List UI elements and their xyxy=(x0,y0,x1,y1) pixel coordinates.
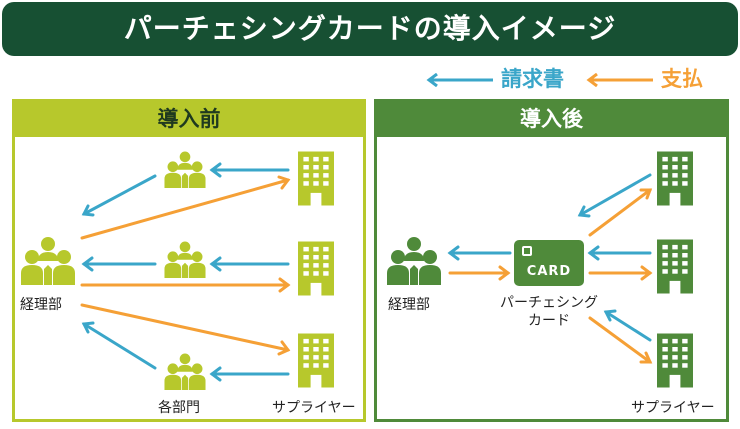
people-group-icon xyxy=(387,237,441,285)
building-icon xyxy=(298,151,334,206)
panel-after: 導入後 xyxy=(374,99,729,422)
card-label-line2: カード xyxy=(528,313,570,329)
building-icon xyxy=(298,241,334,296)
legend-payment: 支払 xyxy=(585,64,703,94)
card-chip-icon xyxy=(522,246,532,256)
legend-billing-label: 請求書 xyxy=(501,67,564,91)
page-title: パーチェシングカードの導入イメージ xyxy=(2,2,738,56)
credit-card-icon: CARD xyxy=(514,240,584,286)
building-icon xyxy=(657,239,693,294)
building-icon xyxy=(657,333,693,388)
building-icon xyxy=(657,151,693,206)
legend-payment-label: 支払 xyxy=(661,67,703,91)
arrow-left-icon xyxy=(586,73,653,87)
panel-before-heading: 導入前 xyxy=(15,102,363,137)
before-suppliers-label: サプライヤー xyxy=(272,400,356,416)
after-suppliers-label: サプライヤー xyxy=(631,400,715,416)
people-group-icon xyxy=(164,353,206,390)
building-icon xyxy=(298,333,334,388)
card-label-line1: パーチェシング xyxy=(500,295,598,311)
people-group-icon xyxy=(21,237,75,285)
after-accounting-label: 経理部 xyxy=(388,297,430,313)
arrow-left-icon xyxy=(426,73,493,87)
card-text: CARD xyxy=(526,264,572,279)
people-group-icon xyxy=(164,151,206,188)
panel-before: 導入前 xyxy=(12,99,366,422)
legend-billing: 請求書 xyxy=(425,64,564,94)
people-group-icon xyxy=(164,241,206,278)
before-departments-label: 各部門 xyxy=(158,400,200,416)
before-accounting-label: 経理部 xyxy=(20,297,62,313)
panel-after-heading: 導入後 xyxy=(377,102,726,137)
